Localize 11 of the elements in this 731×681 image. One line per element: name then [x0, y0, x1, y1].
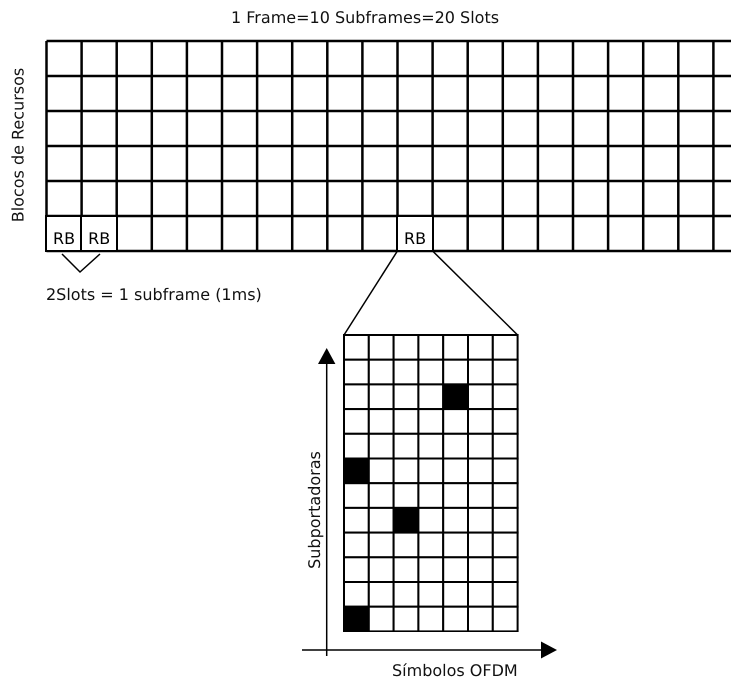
- zoom-line: [432, 250, 518, 336]
- resource-block-cell: RB: [45, 214, 83, 252]
- axis-label: Blocos de Recursos: [10, 68, 26, 222]
- frame-title: 1 Frame=10 Subframes=20 Slots: [231, 10, 500, 26]
- duration-note: 2Slots = 1 subframe (1ms): [46, 287, 262, 303]
- resource-element-grid: [343, 334, 519, 632]
- axis-label: Subportadoras: [306, 451, 323, 569]
- resource-block-cell: RB: [396, 214, 434, 252]
- resource-block-cell: RB: [80, 214, 118, 252]
- zoom-line: [343, 250, 398, 336]
- axis-label: Símbolos OFDM: [392, 663, 518, 679]
